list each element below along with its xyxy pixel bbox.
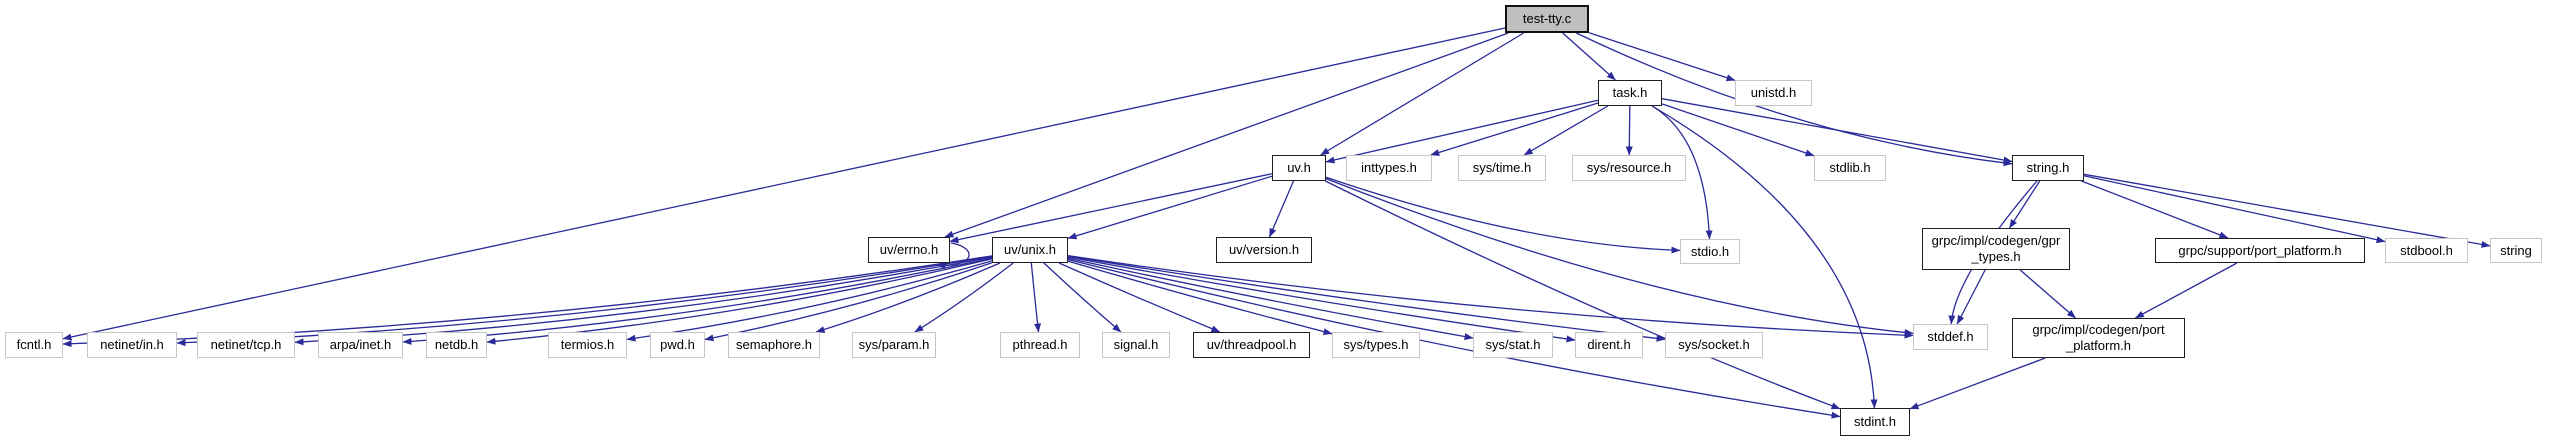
graph-node-termios_h: termios.h	[548, 332, 627, 358]
graph-node-sys_resource_h: sys/resource.h	[1572, 155, 1686, 181]
edge-support_port_platform_h--codegen_port_platform_h	[2134, 262, 2238, 319]
edge-uv_unix_h--stddef_h	[1067, 255, 1914, 339]
edge-uv_unix_h--sys_stat_h	[1067, 257, 1474, 340]
graph-node-dirent_h: dirent.h	[1575, 332, 1643, 358]
graph-node-stdio_h: stdio.h	[1680, 239, 1740, 264]
graph-node-inttypes_h: inttypes.h	[1346, 155, 1432, 181]
edge-gpr_types_h--stddef_h	[1956, 269, 1986, 325]
graph-node-task_h[interactable]: task.h	[1598, 80, 1662, 106]
edge-uv_unix_h--termios_h	[626, 260, 993, 342]
edge-test_tty_c--uv_h	[1320, 32, 1525, 156]
edge-uv_h--stdint_h	[1325, 180, 1841, 410]
graph-node-gpr_types_h[interactable]: grpc/impl/codegen/gpr _types.h	[1922, 228, 2070, 270]
edge-task_h--sys_time_h	[1523, 105, 1609, 156]
graph-node-signal_h: signal.h	[1102, 332, 1170, 358]
graph-node-netinet_tcp_h: netinet/tcp.h	[197, 332, 295, 358]
edge-task_h--inttypes_h	[1430, 102, 1599, 156]
graph-node-stdlib_h: stdlib.h	[1814, 155, 1886, 181]
edge-uv_h--stdio_h	[1325, 176, 1681, 254]
edge-string_h--gpr_types_h	[2008, 180, 2041, 229]
edge-uv_unix_h--sys_socket_h	[1067, 255, 1666, 342]
graph-node-string: string	[2490, 238, 2542, 263]
edge-uv_h--stddef_h	[1325, 177, 1914, 336]
edge-uv_unix_h--semaphore_h	[815, 262, 1001, 333]
graph-node-uv_errno_h[interactable]: uv/errno.h	[868, 237, 950, 263]
edge-test_tty_c--uv_errno_h	[944, 32, 1509, 238]
graph-node-pwd_h: pwd.h	[650, 332, 705, 358]
graph-node-codegen_port_platform_h[interactable]: grpc/impl/codegen/port _platform.h	[2012, 318, 2185, 358]
graph-node-support_port_platform_h[interactable]: grpc/support/port_platform.h	[2155, 238, 2365, 263]
edge-test_tty_c--fcntl_h	[62, 27, 1506, 341]
edge-uv_unix_h--dirent_h	[1067, 256, 1576, 343]
edge-uv_unix_h--sys_types_h	[1067, 260, 1333, 335]
edge-uv_h--uv_unix_h	[1067, 175, 1273, 240]
edge-uv_unix_h--stdint_h	[1067, 258, 1841, 419]
edge-uv_unix_h--pwd_h	[704, 262, 993, 342]
edge-uv_unix_h--pthread_h	[1030, 262, 1042, 333]
graph-node-uv_threadpool_h[interactable]: uv/threadpool.h	[1193, 332, 1310, 358]
edge-task_h--string_h	[1661, 98, 2013, 164]
graph-node-sys_types_h: sys/types.h	[1332, 332, 1420, 358]
edge-task_h--stdint_h	[1651, 105, 1878, 409]
graph-node-uv_unix_h[interactable]: uv/unix.h	[992, 237, 1068, 263]
edge-uv_unix_h--signal_h	[1043, 262, 1122, 333]
graph-node-sys_stat_h: sys/stat.h	[1473, 332, 1553, 358]
graph-node-pthread_h: pthread.h	[1000, 332, 1080, 358]
edge-uv_h--uv_errno_h	[949, 173, 1273, 244]
graph-node-arpa_inet_h: arpa/inet.h	[318, 332, 403, 358]
edge-test_tty_c--unistd_h	[1588, 32, 1736, 82]
edge-codegen_port_platform_h--stdint_h	[1909, 357, 2046, 410]
graph-node-netdb_h: netdb.h	[426, 332, 487, 358]
edge-task_h--sys_resource_h	[1625, 105, 1633, 156]
edge-uv_unix_h--uv_threadpool_h	[1058, 262, 1221, 333]
graph-node-netinet_in_h: netinet/in.h	[87, 332, 177, 358]
graph-node-test_tty_c: test-tty.c	[1505, 5, 1589, 33]
graph-node-sys_time_h: sys/time.h	[1458, 155, 1546, 181]
edge-uv_unix_h--sys_param_h	[914, 262, 1014, 333]
graph-node-sys_socket_h: sys/socket.h	[1665, 332, 1763, 358]
edge-string_h--support_port_platform_h	[2081, 180, 2229, 239]
graph-node-semaphore_h: semaphore.h	[728, 332, 820, 358]
graph-node-uv_version_h[interactable]: uv/version.h	[1216, 237, 1312, 263]
edge-string_h--string	[2083, 173, 2491, 248]
edge-task_h--stdlib_h	[1661, 103, 1815, 157]
edge-test_tty_c--task_h	[1562, 32, 1616, 81]
graph-node-fcntl_h: fcntl.h	[5, 332, 63, 358]
edge-uv_h--uv_version_h	[1268, 180, 1295, 238]
graph-node-stddef_h: stddef.h	[1913, 324, 1988, 350]
edge-string_h--stdbool_h	[2083, 175, 2386, 244]
edge-task_h--stdio_h	[1651, 105, 1713, 240]
edge-gpr_types_h--codegen_port_platform_h	[2019, 269, 2076, 319]
edge-test_tty_c--string_h	[1576, 32, 2013, 167]
edge-task_h--uv_h	[1325, 99, 1599, 164]
graph-node-stdint_h[interactable]: stdint.h	[1840, 408, 1910, 436]
graph-node-sys_param_h: sys/param.h	[852, 332, 936, 358]
graph-node-string_h[interactable]: string.h	[2012, 155, 2084, 181]
graph-node-uv_h[interactable]: uv.h	[1272, 155, 1326, 181]
graph-node-unistd_h: unistd.h	[1735, 80, 1812, 106]
graph-node-stdbool_h: stdbool.h	[2385, 238, 2468, 263]
